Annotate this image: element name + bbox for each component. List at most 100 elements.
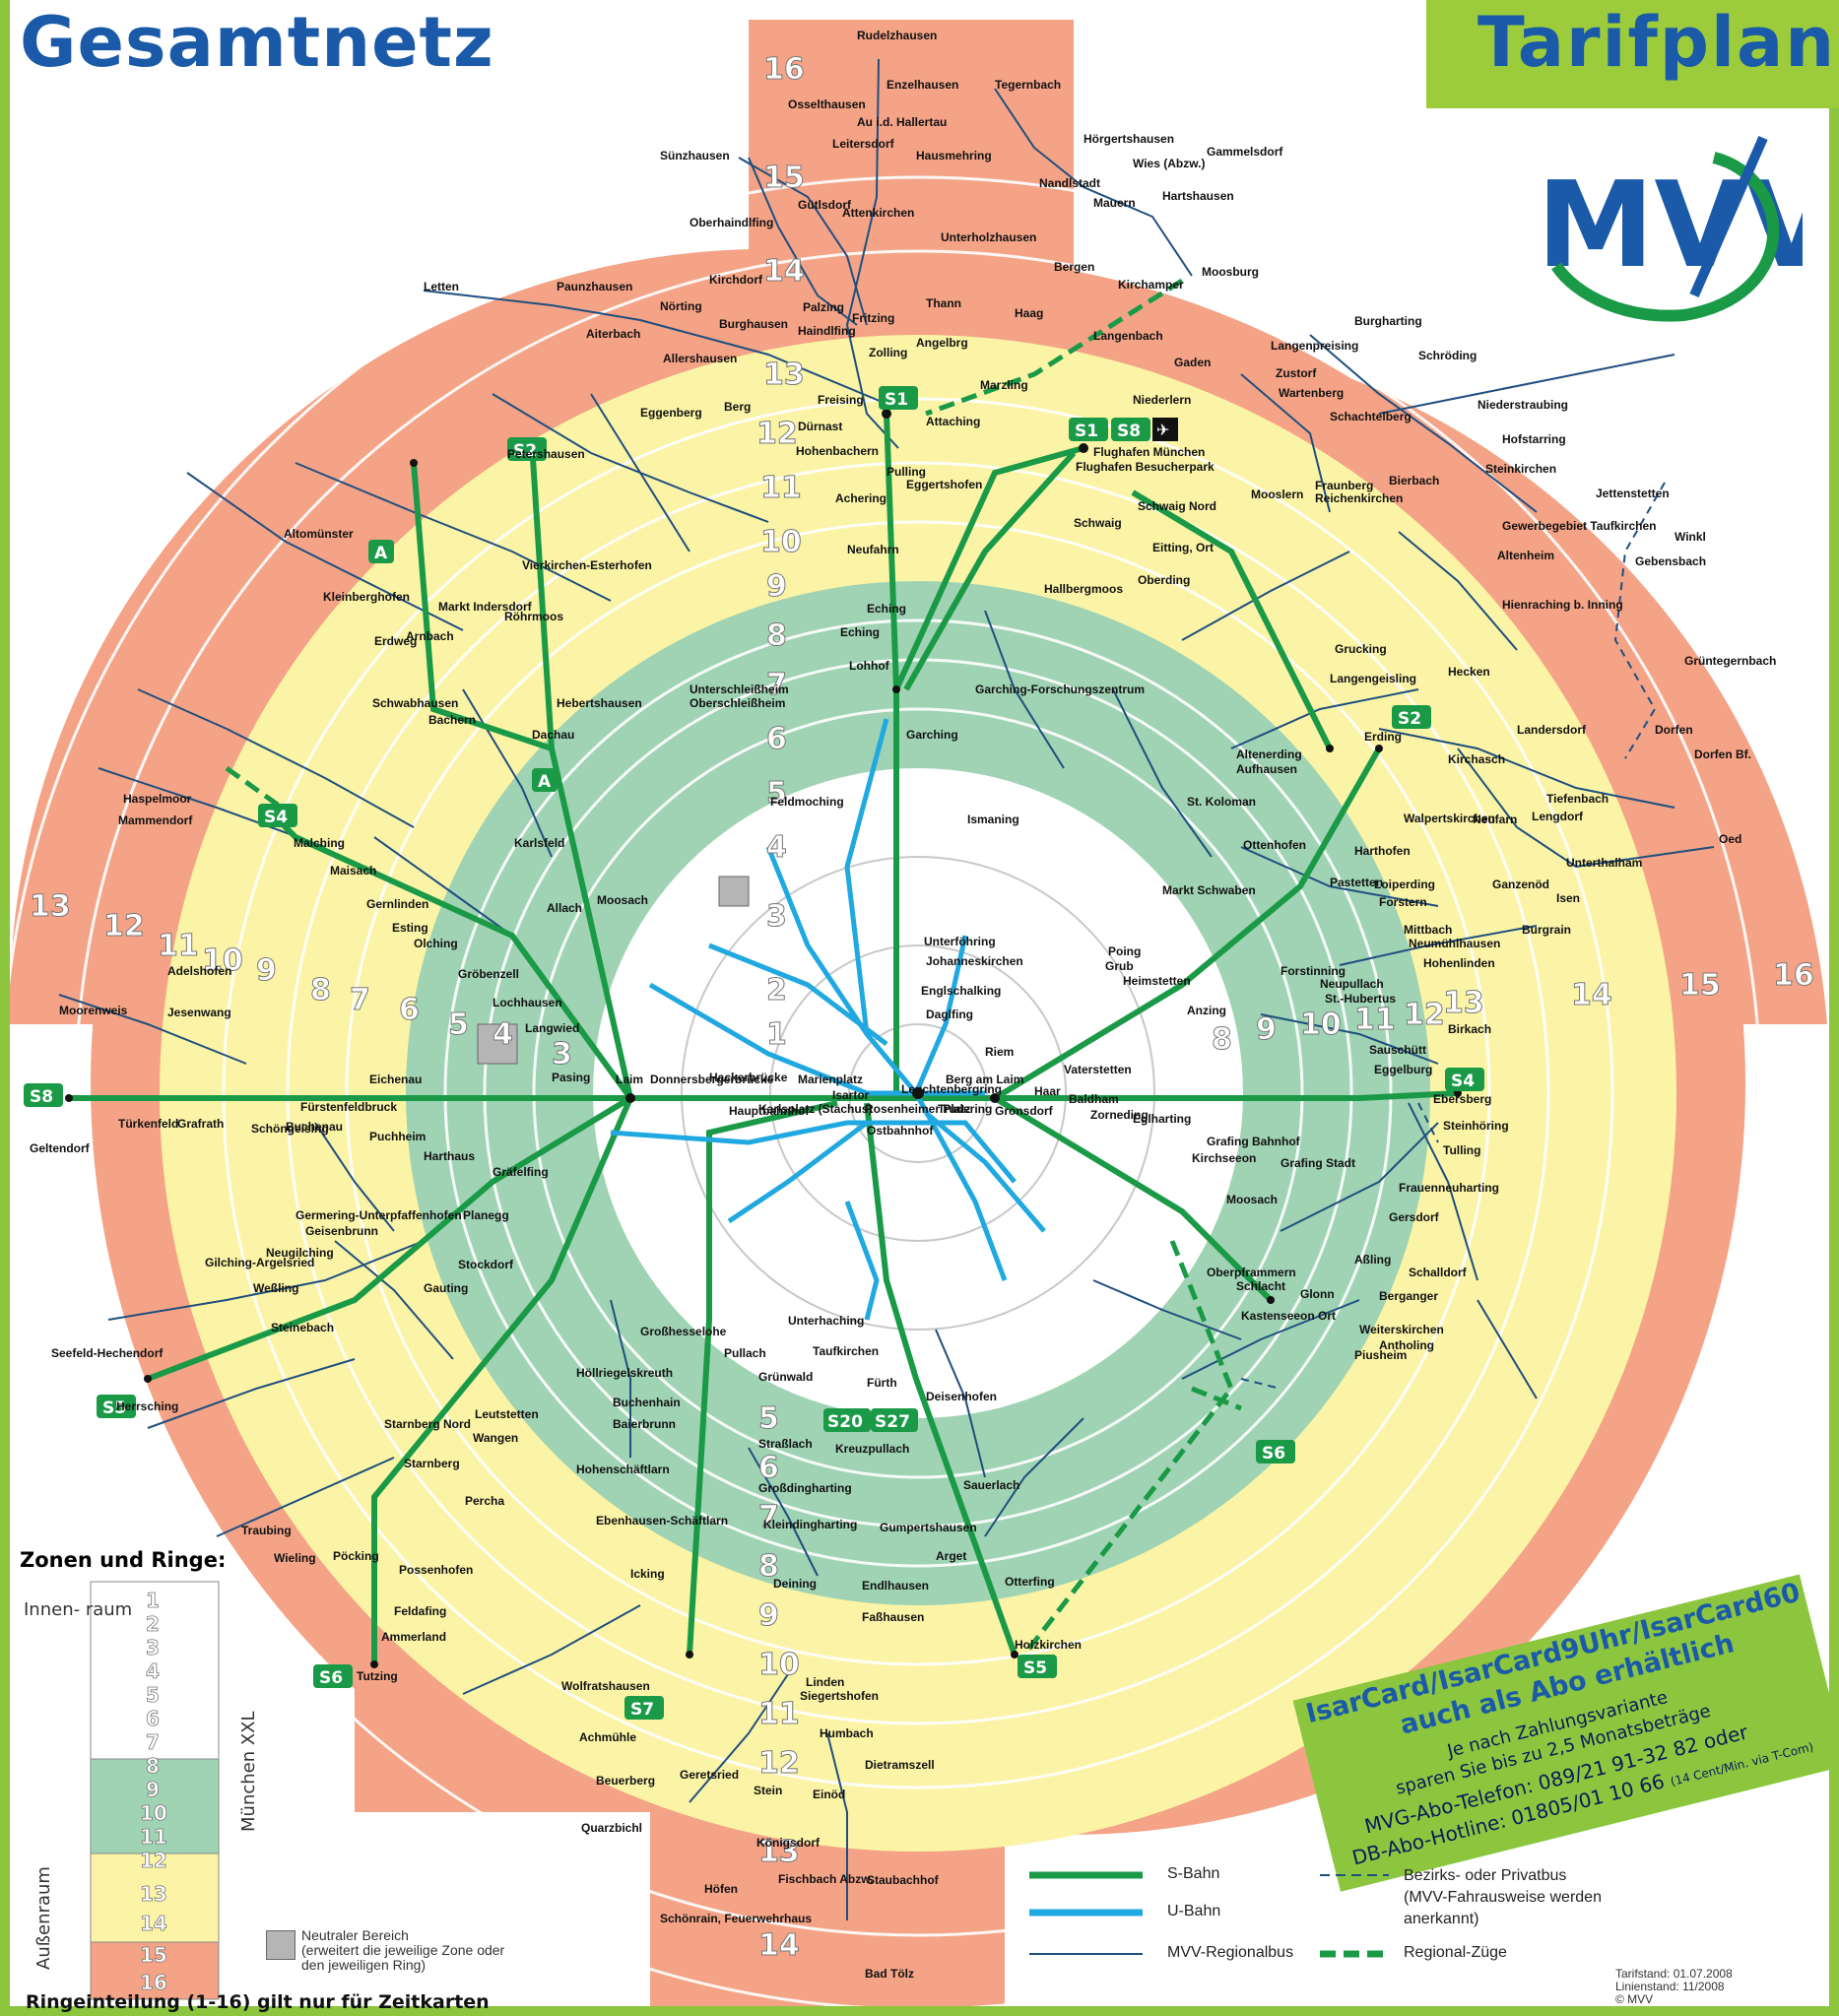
svg-text:Flughafen München: Flughafen München (1093, 445, 1205, 459)
tag-s1-airport: S1 (1069, 418, 1108, 441)
svg-text:Neugilching: Neugilching (266, 1246, 334, 1260)
zones-legend: Zonen und Ringe: 1 2 3 4 5 6 7 8 9 10 11… (20, 1548, 305, 2001)
svg-text:Deisenhofen: Deisenhofen (926, 1390, 997, 1403)
svg-text:Fürstenfeldbruck: Fürstenfeldbruck (300, 1100, 397, 1114)
svg-text:Leitersdorf: Leitersdorf (832, 137, 895, 151)
svg-text:Karlsplatz (Stachus): Karlsplatz (Stachus) (758, 1102, 872, 1116)
svg-text:Grafing Bahnhof: Grafing Bahnhof (1207, 1135, 1301, 1148)
svg-text:Pastetten: Pastetten (1330, 876, 1383, 889)
svg-text:3: 3 (552, 1037, 572, 1072)
svg-text:Bad Tölz: Bad Tölz (865, 1967, 914, 1981)
svg-text:4: 4 (146, 1659, 160, 1683)
svg-text:Wangen: Wangen (473, 1431, 518, 1445)
svg-text:Weiterskirchen: Weiterskirchen (1359, 1323, 1444, 1336)
validity-info: Tarifstand: 01.07.2008 Linienstand: 11/2… (1615, 1968, 1733, 2006)
svg-text:Grünwald: Grünwald (758, 1370, 813, 1384)
svg-text:Walpertskirchen: Walpertskirchen (1404, 812, 1495, 825)
svg-text:Schwaig: Schwaig (1074, 516, 1122, 530)
svg-text:Schönrain, Feuerwehrhaus: Schönrain, Feuerwehrhaus (660, 1912, 812, 1925)
svg-text:Linden: Linden (806, 1675, 844, 1689)
svg-text:Steinhöring: Steinhöring (1443, 1119, 1509, 1133)
svg-text:Feldafing: Feldafing (394, 1604, 446, 1618)
svg-text:6: 6 (766, 722, 787, 756)
svg-text:Neumühlhausen: Neumühlhausen (1409, 937, 1500, 950)
svg-text:Wies (Abzw.): Wies (Abzw.) (1133, 157, 1205, 170)
svg-text:Glonn: Glonn (1300, 1287, 1335, 1301)
svg-text:Dietramszell: Dietramszell (865, 1758, 935, 1772)
svg-text:14: 14 (763, 254, 805, 289)
svg-text:Stockdorf: Stockdorf (458, 1258, 514, 1271)
svg-text:Moosach: Moosach (1226, 1193, 1278, 1206)
svg-text:Langwied: Langwied (525, 1021, 579, 1035)
svg-text:Hohenschäftlarn: Hohenschäftlarn (576, 1463, 670, 1476)
svg-text:Harthofen: Harthofen (1354, 844, 1411, 858)
svg-text:Straßlach: Straßlach (758, 1437, 813, 1451)
neutral-swatch (266, 1930, 296, 1960)
svg-text:Bierbach: Bierbach (1389, 474, 1439, 488)
svg-text:Flughafen Besucherpark: Flughafen Besucherpark (1076, 460, 1215, 474)
privatbus-network (1240, 482, 1666, 1390)
svg-text:Außenraum: Außenraum (33, 1866, 54, 1970)
svg-text:S5: S5 (102, 1398, 126, 1418)
linienstand: Linienstand: 11/2008 (1615, 1980, 1725, 1993)
svg-text:Jettenstetten: Jettenstetten (1596, 487, 1670, 500)
svg-text:Langenbach: Langenbach (1093, 329, 1163, 343)
svg-text:Reichenkirchen: Reichenkirchen (1315, 491, 1403, 505)
svg-text:13: 13 (1443, 986, 1484, 1020)
svg-text:Unterföhring: Unterföhring (924, 935, 996, 948)
svg-text:Erdweg: Erdweg (374, 634, 417, 648)
svg-text:Icking: Icking (630, 1567, 665, 1581)
svg-text:10: 10 (202, 943, 243, 978)
svg-text:Unterthalham: Unterthalham (1566, 856, 1642, 870)
svg-text:Berg am Laim: Berg am Laim (946, 1073, 1023, 1086)
svg-text:Schwaig Nord: Schwaig Nord (1138, 499, 1216, 513)
svg-text:Karlsfeld: Karlsfeld (514, 836, 564, 850)
svg-text:Baldham: Baldham (1069, 1092, 1119, 1106)
svg-text:Eching: Eching (867, 602, 906, 616)
svg-text:Mammendorf: Mammendorf (118, 813, 193, 827)
svg-text:Schachtelberg: Schachtelberg (1330, 410, 1412, 423)
svg-text:Feldmoching: Feldmoching (770, 795, 844, 809)
svg-text:Tutzing: Tutzing (357, 1669, 398, 1683)
ubahn-network (610, 718, 1046, 1321)
svg-text:Langengeisling: Langengeisling (1330, 672, 1416, 685)
svg-text:5: 5 (766, 776, 787, 811)
svg-text:Staubachhof: Staubachhof (867, 1873, 940, 1887)
tag-s6-east: S6 (1256, 1440, 1295, 1463)
svg-text:Hofstarring: Hofstarring (1502, 432, 1566, 446)
line-legend: S-Bahn U-Bahn MVV-Regionalbus Bezirks- o… (1024, 1859, 1635, 1987)
svg-text:Moosburg: Moosburg (1202, 265, 1259, 279)
svg-text:S6: S6 (319, 1668, 343, 1688)
svg-text:Heimstetten: Heimstetten (1123, 974, 1191, 988)
svg-text:Oberhaindlfing: Oberhaindlfing (690, 216, 773, 229)
svg-text:7: 7 (350, 983, 370, 1017)
svg-text:Türkenfeld: Türkenfeld (118, 1117, 178, 1131)
svg-text:Gernlinden: Gernlinden (366, 897, 428, 911)
svg-text:Sünzhausen: Sünzhausen (660, 149, 730, 163)
neutral-area-markers (477, 876, 750, 1065)
svg-text:Holzkirchen: Holzkirchen (1015, 1638, 1082, 1652)
svg-text:9: 9 (766, 569, 787, 604)
svg-text:Harthaus: Harthaus (424, 1149, 475, 1163)
svg-text:Unterschleißheim: Unterschleißheim (690, 683, 789, 696)
svg-text:Achering: Achering (835, 491, 887, 505)
svg-text:Quarzbichl: Quarzbichl (581, 1821, 642, 1835)
svg-text:Geisenbrunn: Geisenbrunn (305, 1224, 378, 1238)
svg-text:Mooslern: Mooslern (1251, 488, 1303, 501)
svg-text:Lochhausen: Lochhausen (493, 996, 562, 1009)
svg-text:Grafing Stadt: Grafing Stadt (1281, 1156, 1355, 1170)
svg-text:Höllriegelskreuth: Höllriegelskreuth (576, 1366, 673, 1380)
tag-s5-west: S5 (97, 1395, 136, 1418)
svg-text:Maisach: Maisach (330, 864, 376, 878)
svg-text:Kirchasch: Kirchasch (1448, 752, 1505, 766)
svg-text:Altomünster: Altomünster (284, 527, 354, 541)
svg-text:5: 5 (758, 1401, 779, 1436)
station-labels: Rudelzhausen Osselthausen Tegernbach Enz… (30, 29, 1776, 1981)
svg-text:Höfen: Höfen (704, 1882, 738, 1896)
svg-text:Bachern: Bachern (428, 713, 476, 727)
svg-text:Hörgertshausen: Hörgertshausen (1084, 132, 1174, 146)
svg-text:Fraunberg: Fraunberg (1315, 479, 1373, 492)
svg-text:13: 13 (140, 1882, 167, 1906)
svg-text:Haindlfing: Haindlfing (798, 324, 856, 338)
